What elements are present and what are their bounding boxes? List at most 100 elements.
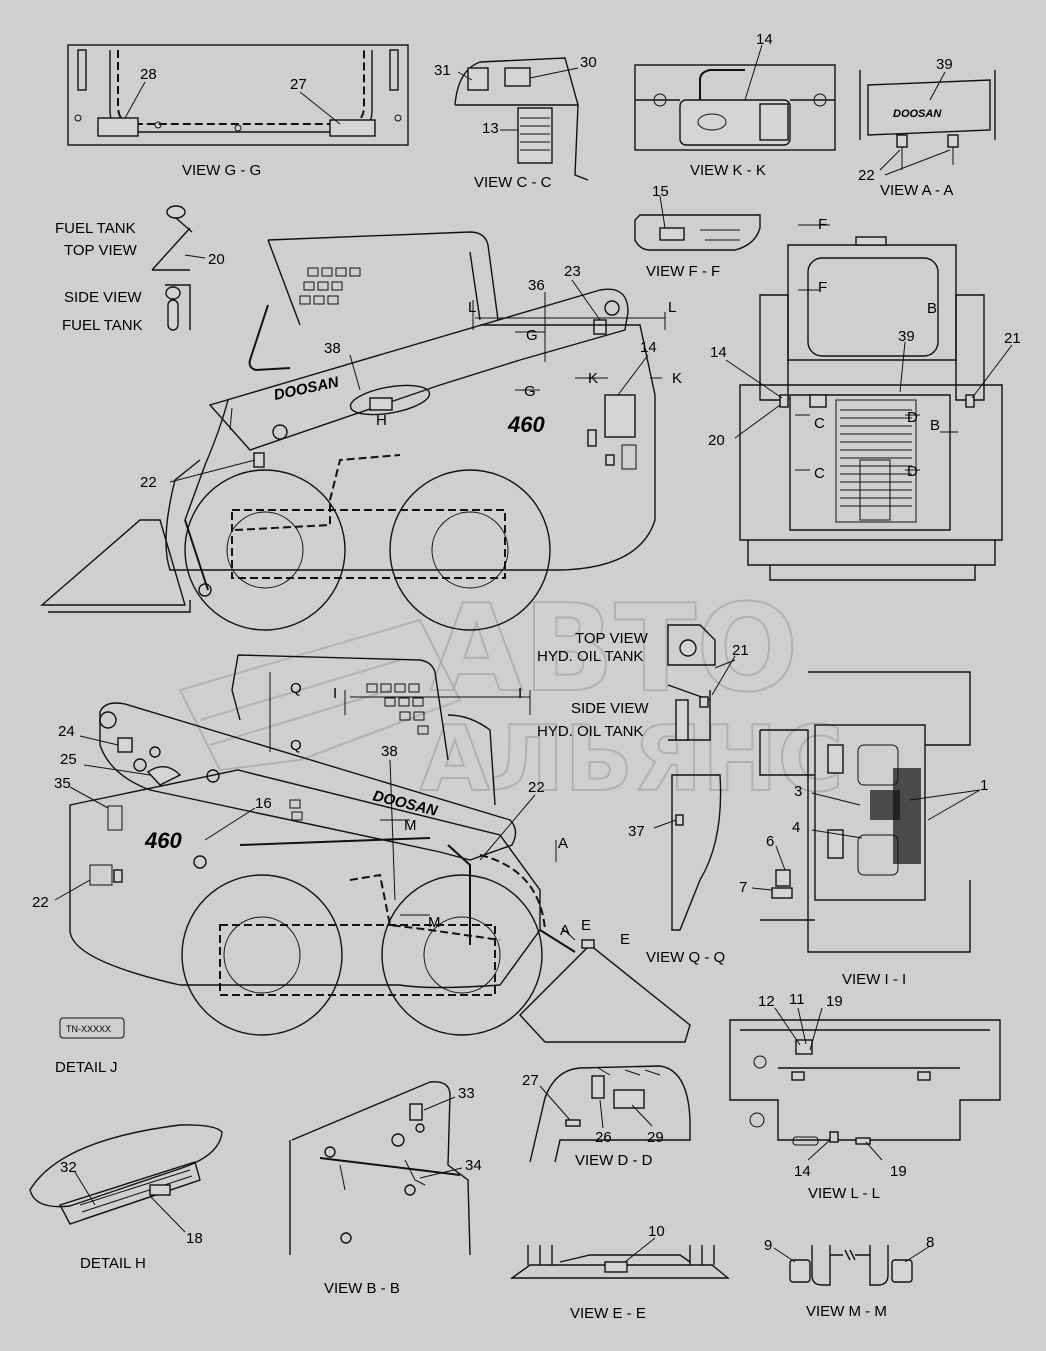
view-cc-label: VIEW C - C — [474, 174, 552, 191]
callout-32: 32 — [60, 1159, 77, 1176]
section-d-lower: D — [907, 463, 918, 480]
section-i-right: I — [518, 685, 522, 702]
model-decal-upper: 460 — [507, 412, 545, 437]
section-k-right: K — [672, 370, 682, 387]
rear-grille — [840, 409, 912, 521]
watermark: АВТО АЛЬЯНС — [178, 579, 845, 813]
fuel-side-label-1: SIDE VIEW — [64, 289, 142, 306]
callout-22-lower-right: 22 — [528, 779, 545, 796]
view-mm: 9 8 VIEW M - M — [764, 1234, 934, 1320]
decal-25 — [146, 766, 182, 786]
engine-block — [679, 99, 791, 146]
callout-22-upper: 22 — [140, 474, 157, 491]
callout-14-rear: 14 — [710, 344, 727, 361]
view-ii-label: VIEW I - I — [842, 971, 906, 988]
callout-9: 9 — [764, 1237, 772, 1254]
wheel-front-upper — [184, 469, 346, 631]
watermark-logo — [178, 618, 462, 772]
callout-6: 6 — [766, 833, 774, 850]
section-c-upper: C — [814, 415, 825, 432]
callout-21-rear: 21 — [1004, 330, 1021, 347]
view-ff: 15 VIEW F - F — [634, 183, 761, 280]
view-dd: 27 26 29 VIEW D - D — [522, 1065, 691, 1169]
callout-23: 23 — [564, 263, 581, 280]
callout-30: 30 — [580, 54, 597, 71]
callout-8: 8 — [926, 1234, 934, 1251]
brand-decal-aa: DOOSAN — [893, 108, 942, 120]
callout-38-upper: 38 — [324, 340, 341, 357]
callout-22-lower-left: 22 — [32, 894, 49, 911]
callout-26: 26 — [595, 1129, 612, 1146]
view-ee-label: VIEW E - E — [570, 1305, 646, 1322]
section-k-left: K — [588, 370, 598, 387]
hyd-side-label-2: HYD. OIL TANK — [537, 723, 643, 740]
section-l-right: L — [668, 299, 676, 316]
wheel-rear-upper — [389, 469, 551, 631]
section-q-bottom: Q — [290, 737, 302, 754]
brand-decal-upper: DOOSAN — [272, 373, 341, 404]
callout-19-bottom: 19 — [890, 1163, 907, 1180]
section-g-bottom: G — [524, 383, 536, 400]
view-ll: 12 11 19 14 19 VIEW L - L — [729, 991, 1001, 1202]
view-aa-label: VIEW A - A — [880, 182, 953, 199]
fuel-side-label-2: FUEL TANK — [62, 317, 143, 334]
section-b-lower: B — [930, 417, 940, 434]
callout-11: 11 — [789, 991, 805, 1008]
cab-grille-upper — [299, 267, 361, 305]
view-bb-label: VIEW B - B — [324, 1280, 400, 1297]
decal-24 — [117, 737, 133, 753]
callout-29: 29 — [647, 1129, 664, 1146]
callout-27: 27 — [290, 76, 307, 93]
callout-37: 37 — [628, 823, 645, 840]
watermark-line2: АЛЬЯНС — [420, 707, 844, 812]
callout-39-rear: 39 — [898, 328, 915, 345]
section-f-top: F — [818, 216, 827, 233]
callout-7: 7 — [739, 879, 747, 896]
callout-34: 34 — [465, 1157, 482, 1174]
fuel-tank-top-label-1: FUEL TANK — [55, 220, 136, 237]
section-f-mid: F — [818, 279, 827, 296]
detail-h-label: DETAIL H — [80, 1255, 146, 1272]
view-ee: 10 VIEW E - E — [509, 1223, 730, 1322]
section-m-upper: M — [404, 817, 417, 834]
wheel-rear-lower — [381, 874, 543, 1036]
detail-j-tn-label: TN-XXXXX — [66, 1024, 111, 1034]
callout-21-hyd: 21 — [732, 642, 749, 659]
cab-grille-lower — [366, 683, 429, 735]
section-l-left: L — [468, 299, 476, 316]
callout-13: 13 — [482, 120, 499, 137]
hyd-side-label-1: SIDE VIEW — [571, 700, 649, 717]
section-b-upper: B — [927, 300, 937, 317]
decal-35 — [107, 805, 123, 831]
callout-25: 25 — [60, 751, 77, 768]
section-g-top: G — [526, 327, 538, 344]
callout-10: 10 — [648, 1223, 665, 1240]
callout-14-ll: 14 — [794, 1163, 811, 1180]
callout-12: 12 — [758, 993, 775, 1010]
section-d-upper: D — [907, 409, 918, 426]
view-ii: 1 3 4 6 7 VIEW I - I — [739, 671, 988, 988]
callout-20-rear: 20 — [708, 432, 725, 449]
view-qq-label: VIEW Q - Q — [646, 949, 725, 966]
view-gg: 28 27 VIEW G - G — [67, 44, 409, 179]
callout-15: 15 — [652, 183, 669, 200]
callout-18: 18 — [186, 1230, 203, 1247]
detail-j: TN-XXXXX DETAIL J — [55, 1017, 125, 1076]
view-kk: 14 VIEW K - K — [634, 31, 836, 179]
callout-35: 35 — [54, 775, 71, 792]
section-h: H — [376, 412, 387, 429]
wheel-front-lower — [181, 874, 343, 1036]
decal-28 — [97, 117, 139, 137]
view-kk-label: VIEW K - K — [690, 162, 766, 179]
callout-24: 24 — [58, 723, 75, 740]
decal-22-upper — [253, 452, 265, 468]
callout-28: 28 — [140, 66, 157, 83]
view-qq: 37 VIEW Q - Q — [628, 774, 725, 966]
section-c-lower: C — [814, 465, 825, 482]
callout-38-lower: 38 — [381, 743, 398, 760]
view-gg-panel — [67, 44, 409, 146]
section-m-lower: M — [428, 914, 441, 931]
view-dd-label: VIEW D - D — [575, 1152, 653, 1169]
